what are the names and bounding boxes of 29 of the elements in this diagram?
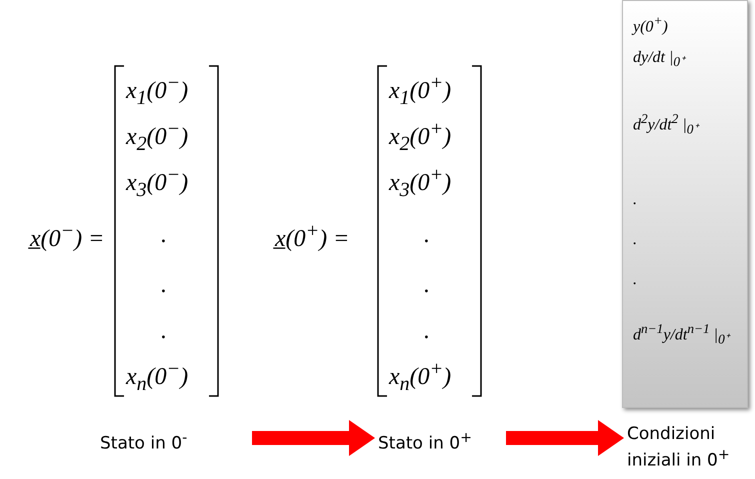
vector-entry: x$_{3}$(0$^{+}$) (389, 164, 452, 202)
formula: d$^{n−1}$y/dt$^{n−1}$ |$_{0⁺}$ (633, 321, 730, 348)
vector-entry: x$_{n}$(0$^{−}$) (126, 358, 188, 396)
block-arrow (252, 420, 375, 456)
dot: . (633, 191, 637, 209)
caption-text: Stato in 0$^{+}$ (378, 428, 503, 455)
dot: . (424, 272, 430, 299)
formula: y(0$^{+}$) (633, 13, 668, 36)
block-arrow (506, 420, 624, 456)
vector-label: x̲(0$^{−}$) = (30, 220, 104, 253)
dot: . (161, 318, 167, 345)
vector-label: x̲(0$^{+}$) = (275, 220, 350, 253)
formula: d$^{2}$y/dt$^{2}$ |$_{0⁺}$ (633, 111, 698, 138)
vector-entry: x$_{1}$(0$^{−}$) (126, 72, 188, 110)
caption-text: Stato in 0$^{-}$ (100, 428, 250, 455)
dot: . (161, 272, 167, 299)
vector-entry: x$_{2}$(0$^{+}$) (389, 118, 452, 156)
initial-conditions-panel (622, 0, 748, 408)
vector-entry: x$_{3}$(0$^{−}$) (126, 164, 188, 202)
caption-text: Condizioni iniziali in 0$^{+}$ (627, 424, 752, 472)
vector-entry: x$_{1}$(0$^{+}$) (389, 72, 452, 110)
vector-entry: x$_{n}$(0$^{+}$) (389, 358, 452, 396)
formula: dy/dt |$_{0⁺}$ (633, 49, 686, 70)
vector-entry: x$_{2}$(0$^{−}$) (126, 118, 188, 156)
dot: . (633, 271, 637, 289)
dot: . (424, 318, 430, 345)
dot: . (161, 222, 167, 249)
dot: . (633, 231, 637, 249)
dot: . (424, 222, 430, 249)
